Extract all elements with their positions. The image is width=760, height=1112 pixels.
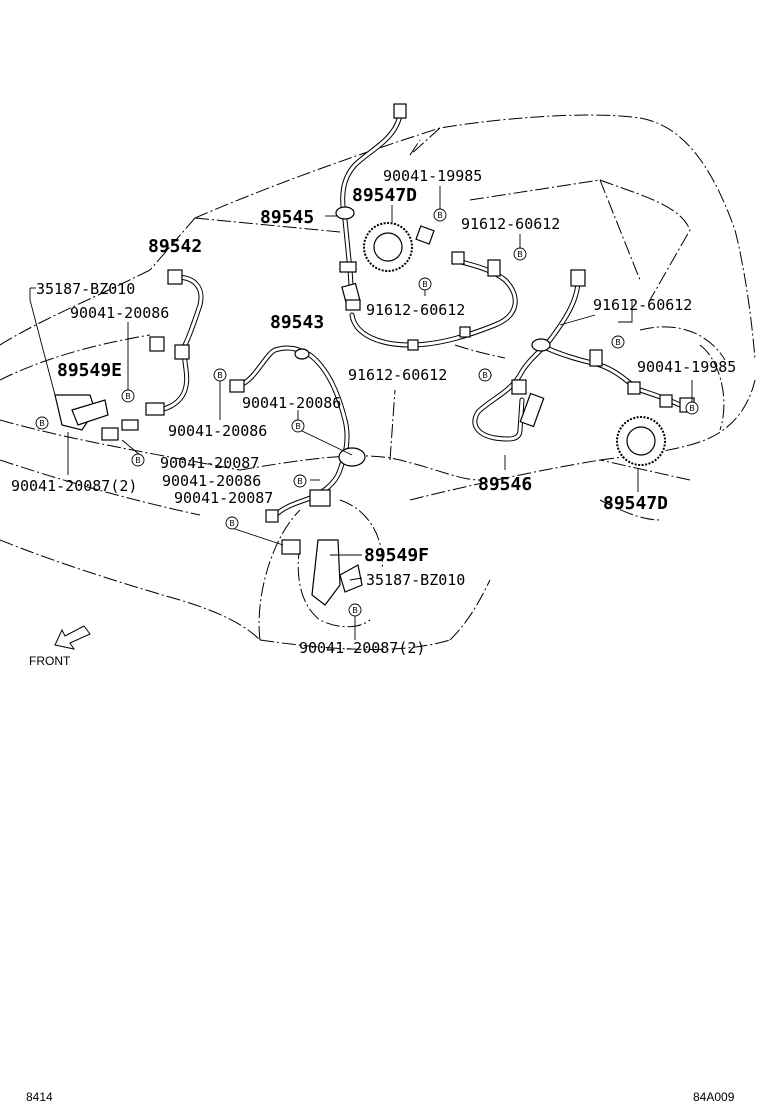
label-90041-20087-b: 90041-20087 (174, 489, 273, 507)
bolt-b-icon: B (225, 516, 239, 530)
label-35187-BZ010-right: 35187-BZ010 (366, 571, 465, 589)
bolt-b-icon: B (513, 247, 527, 261)
sensor-parts (54, 103, 695, 606)
page-code: 8414 (26, 1090, 53, 1104)
bracket-89549F (311, 539, 341, 606)
bolt-b-icon: B (685, 401, 699, 415)
label-89547D-top: 89547D (352, 185, 417, 206)
bolt-b-icon: B (418, 277, 432, 291)
bolt-b-icon: B (348, 603, 362, 617)
front-arrow-icon (54, 625, 91, 650)
svg-text:B: B (39, 419, 44, 428)
svg-text:B: B (295, 422, 300, 431)
label-90041-20086-d: 90041-20086 (162, 472, 261, 490)
label-91612-60612-c: 91612-60612 (593, 296, 692, 314)
bolt-b-icon: B (291, 419, 305, 433)
svg-text:B: B (217, 371, 222, 380)
figure-code: 84A009 (693, 1090, 735, 1104)
svg-text:B: B (689, 404, 694, 413)
label-89542: 89542 (148, 236, 202, 257)
leader-lines (29, 186, 693, 640)
svg-text:B: B (615, 338, 620, 347)
connector-89543 (229, 379, 245, 393)
connector-89546-top (570, 269, 586, 287)
bolt-markers: B B B B B B B B B B B B B B (35, 208, 699, 617)
label-90041-20086-c: 90041-20086 (168, 422, 267, 440)
label-90041-20086-b: 90041-20086 (242, 394, 341, 412)
label-90041-20087-a: 90041-20087 (160, 454, 259, 472)
label-89546: 89546 (478, 474, 532, 495)
svg-text:B: B (437, 211, 442, 220)
svg-text:B: B (422, 280, 427, 289)
bolt-b-icon: B (121, 389, 135, 403)
label-91612-60612-a: 91612-60612 (461, 215, 560, 233)
label-91612-60612-b: 91612-60612 (366, 301, 465, 319)
label-89549E: 89549E (57, 360, 122, 381)
bolt-b-icon: B (293, 474, 307, 488)
bolt-b-icon: B (611, 335, 625, 349)
label-90041-20086-a: 90041-20086 (70, 304, 169, 322)
svg-text:B: B (297, 477, 302, 486)
svg-text:B: B (352, 606, 357, 615)
label-91612-60612-d: 91612-60612 (348, 366, 447, 384)
label-89543: 89543 (270, 312, 324, 333)
label-90041-20087-2-bottom: 90041-20087(2) (299, 639, 425, 657)
bolt-b-icon: B (35, 416, 49, 430)
part-labels: 90041-19985 89547D 89545 91612-60612 895… (11, 167, 736, 657)
label-90041-19985-right: 90041-19985 (637, 358, 736, 376)
label-35187-BZ010-left: 35187-BZ010 (36, 280, 135, 298)
connector-89545-top (393, 103, 407, 119)
bolt-b-icon: B (131, 453, 145, 467)
label-89545: 89545 (260, 207, 314, 228)
label-90041-19985-top: 90041-19985 (383, 167, 482, 185)
label-89547D-bottom: 89547D (603, 493, 668, 514)
bolt-b-icon: B (213, 368, 227, 382)
svg-text:B: B (135, 456, 140, 465)
label-90041-20087-2-left: 90041-20087(2) (11, 477, 137, 495)
bolt-b-icon: B (478, 368, 492, 382)
svg-text:B: B (517, 250, 522, 259)
svg-text:B: B (482, 371, 487, 380)
front-indicator: FRONT (29, 625, 91, 668)
front-label: FRONT (29, 654, 71, 668)
svg-text:B: B (229, 519, 234, 528)
label-89549F: 89549F (364, 545, 429, 566)
bolt-b-icon: B (433, 208, 447, 222)
svg-text:B: B (125, 392, 130, 401)
